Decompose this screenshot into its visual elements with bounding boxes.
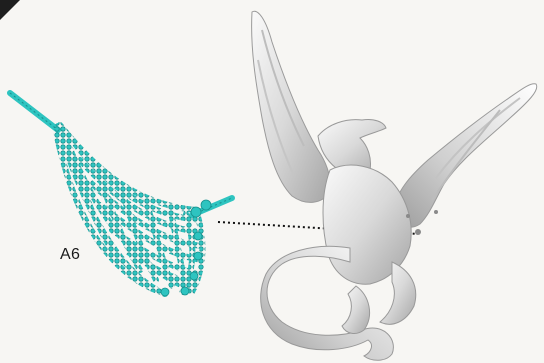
claw-2 (342, 286, 370, 333)
left-wing (252, 11, 331, 202)
part-label-a6: A6 (60, 246, 80, 264)
